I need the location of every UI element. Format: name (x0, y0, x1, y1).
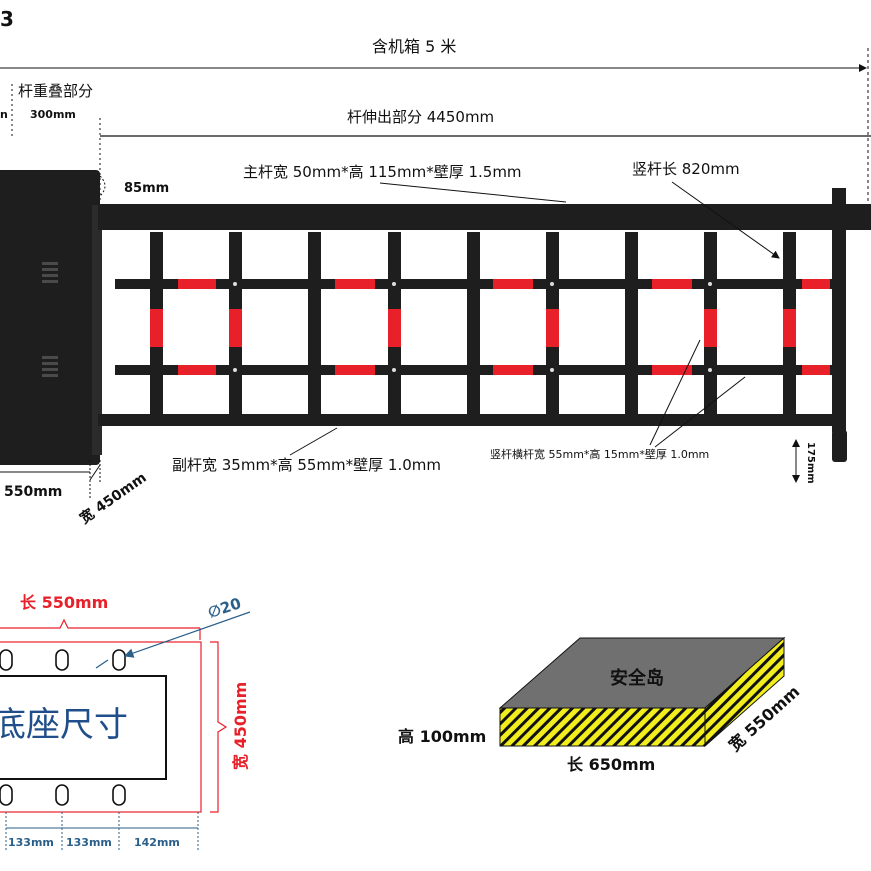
vertical-bars (150, 232, 796, 414)
sub-pole (98, 414, 838, 426)
overlap-label: 杆重叠部分 (18, 82, 93, 100)
overlap-mm: 300mm (30, 108, 76, 121)
cross-bar-label: 竖杆横杆宽 55mm*高 15mm*壁厚 1.0mm (490, 447, 709, 461)
box-vent-lower (42, 356, 58, 377)
height-175-label: 175mm (805, 442, 816, 484)
extend-label: 杆伸出部分 4450mm (347, 108, 494, 126)
base-dim-3: 142mm (134, 836, 180, 849)
base-width-label: 宽 450mm (231, 682, 250, 770)
box-vent-upper (42, 262, 58, 283)
island-length: 长 650mm (567, 755, 655, 774)
overlap-cut-label: n (0, 108, 8, 121)
island-title: 安全岛 (610, 667, 664, 689)
vertical-length-label: 竖杆长 820mm (632, 160, 740, 178)
box-width-label: 宽 450mm (77, 469, 150, 527)
red-reflectors (150, 279, 830, 375)
base-title: 底座尺寸 (0, 705, 128, 745)
hole-label: ∅20 (206, 594, 244, 622)
main-pole (98, 204, 871, 230)
end-post (832, 200, 846, 432)
base-length-label: 长 550mm (20, 593, 108, 612)
base-dim-1: 133mm (8, 836, 54, 849)
control-box (0, 170, 100, 465)
total-length-label: 含机箱 5 米 (372, 37, 456, 56)
sub-pole-label: 副杆宽 35mm*高 55mm*壁厚 1.0mm (172, 456, 441, 474)
rail-bolts (233, 282, 712, 372)
corner-label: 3 (0, 7, 14, 31)
base-dim-2: 133mm (66, 836, 112, 849)
main-pole-label: 主杆宽 50mm*高 115mm*壁厚 1.5mm (243, 163, 522, 181)
box-length-label: 550mm (4, 484, 62, 500)
safety-island: 安全岛 高 100mm 长 650mm 宽 550mm (398, 636, 803, 774)
island-height: 高 100mm (398, 727, 486, 746)
gap-85-label: 85mm (124, 181, 169, 196)
base-plate: 长 550mm 底座尺寸 宽 450mm ∅20 133mm 133mm 142… (0, 593, 251, 850)
